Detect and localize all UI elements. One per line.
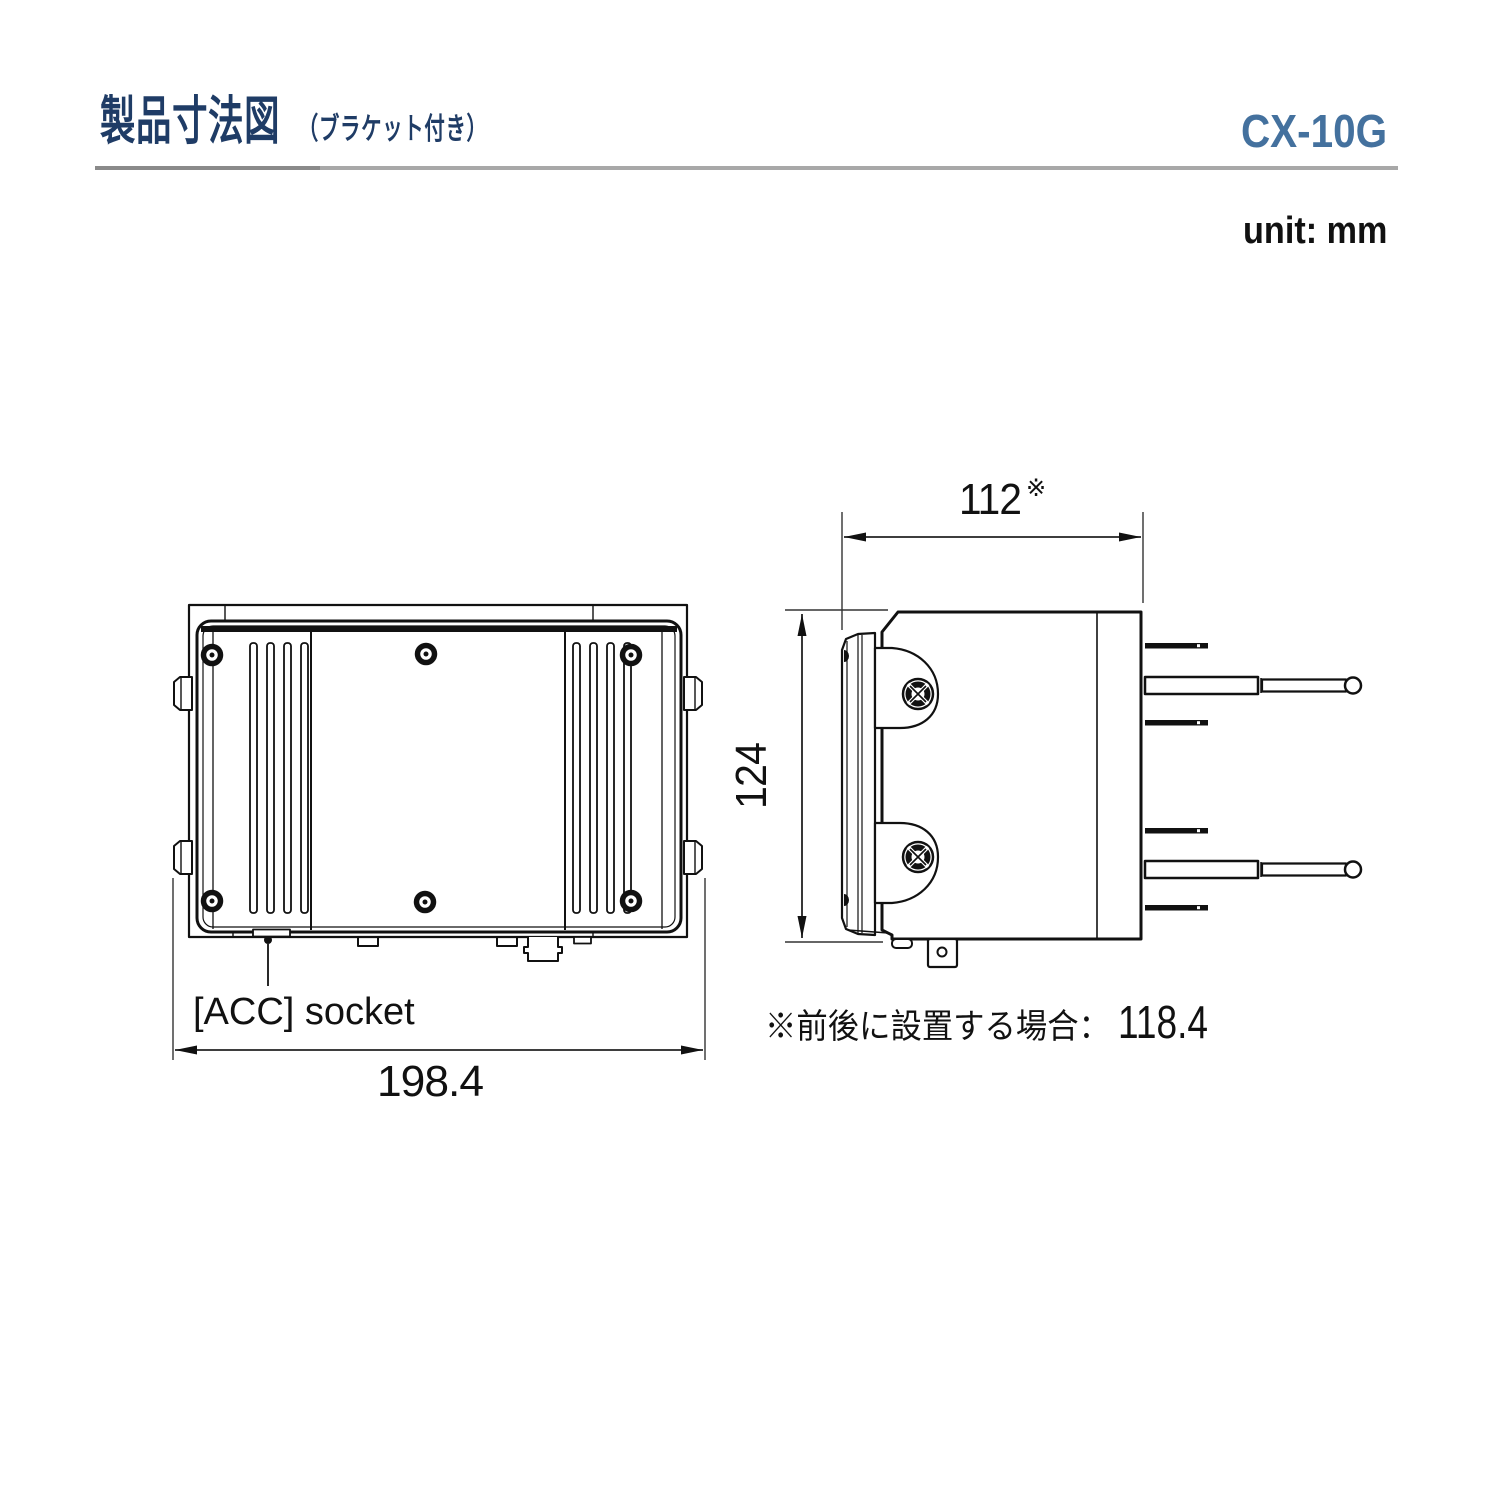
unit-label: unit: mm (1242, 210, 1387, 252)
vent-slats-left (249, 642, 309, 914)
side-width-value: 112 (959, 475, 1021, 524)
mount-lobes (873, 646, 940, 905)
page-title: 製品寸法図 (100, 93, 281, 151)
note-prefix: ※前後に設置する場合： (765, 1008, 1110, 1046)
front-view: [ACC] socket 198.4 (172, 603, 706, 1106)
plate-hole-top (844, 650, 849, 662)
header-rule (95, 166, 1398, 170)
installation-note: ※前後に設置する場合： 118.4 (765, 996, 1208, 1048)
phillips-screw-bottom (903, 842, 933, 872)
model-label: CX-10G (1240, 105, 1387, 157)
acc-callout: [ACC] socket (193, 936, 415, 1033)
vent-slats-right (572, 642, 632, 914)
page-header: 製品寸法図 （ブラケット付き） (100, 96, 488, 148)
side-width-ref-marker: ※ (1026, 475, 1046, 502)
terminal-pins (1143, 643, 1363, 911)
power-connector (523, 937, 563, 962)
plate-hole-bottom (844, 894, 849, 906)
unit-body (195, 619, 683, 934)
phillips-screw-top (903, 679, 933, 709)
side-width-dimension: 112 ※ (841, 475, 1144, 630)
bottom-features (252, 928, 592, 962)
side-height-dimension: 124 (727, 609, 888, 943)
front-width-value: 198.4 (377, 1057, 484, 1106)
page-subtitle: （ブラケット付き） (297, 113, 488, 146)
side-view: 112 ※ 124 ※前後に設置する場合： 118.4 (727, 475, 1363, 1048)
bracket-plate (840, 631, 889, 937)
side-height-value: 124 (727, 743, 776, 809)
bottom-tab (891, 937, 959, 969)
acc-socket-label: [ACC] socket (193, 991, 415, 1033)
note-value: 118.4 (1118, 996, 1208, 1048)
front-width-dimension: 198.4 (172, 878, 706, 1106)
